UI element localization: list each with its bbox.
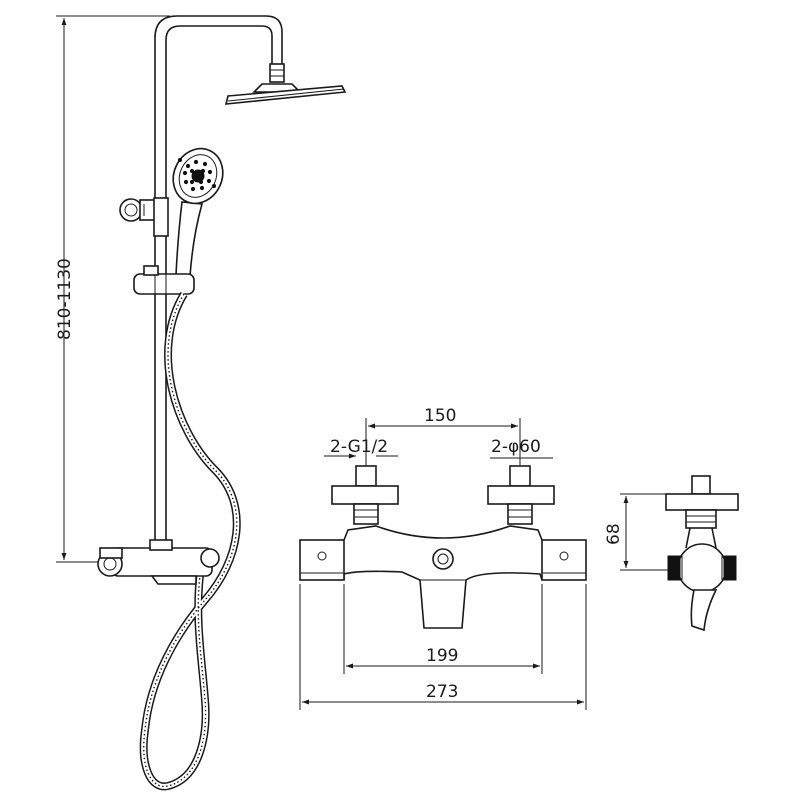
cover-diameter-dimension: 2-φ60 xyxy=(490,437,553,459)
right-inlet-connector xyxy=(487,465,555,525)
right-handle xyxy=(541,539,587,581)
spray-nozzles xyxy=(177,157,217,192)
riser-pipe xyxy=(154,15,283,545)
inlet-thread-label: 2-G1/2 xyxy=(330,437,388,457)
hand-shower-holder xyxy=(153,197,169,237)
hand-shower xyxy=(172,147,224,277)
inlet-thread-dimension: 2-G1/2 xyxy=(324,437,398,459)
mixer-side-view: 68 xyxy=(604,475,739,632)
mixer-front-view: 150 2-G1/2 2-φ60 xyxy=(299,406,587,710)
left-handle xyxy=(299,539,345,581)
wall-bracket xyxy=(119,198,157,222)
side-depth-dimension: 68 xyxy=(604,493,690,571)
body-width-label: 199 xyxy=(426,646,458,666)
shower-system-view: 810-1130 xyxy=(55,15,347,791)
inlet-spacing-label: 150 xyxy=(424,406,456,426)
cover-diameter-label: 2-φ60 xyxy=(491,437,541,457)
slider-bar xyxy=(133,265,195,295)
body-width-dimension: 199 xyxy=(343,584,543,674)
mixer-body xyxy=(343,525,543,629)
side-spout xyxy=(690,589,718,632)
inlet-spacing-dimension: 150 xyxy=(365,406,521,468)
left-inlet-connector xyxy=(331,465,399,525)
height-range-label: 810-1130 xyxy=(55,258,75,340)
total-width-dimension: 273 xyxy=(299,584,587,710)
side-inlet-connector xyxy=(665,475,739,549)
overhead-shower-head xyxy=(224,63,347,105)
shower-hose xyxy=(139,291,241,791)
total-width-label: 273 xyxy=(426,682,458,702)
height-dimension: 810-1130 xyxy=(55,15,170,563)
side-mixer-body xyxy=(667,543,737,593)
side-depth-label: 68 xyxy=(604,523,624,545)
bath-mixer xyxy=(97,539,220,585)
